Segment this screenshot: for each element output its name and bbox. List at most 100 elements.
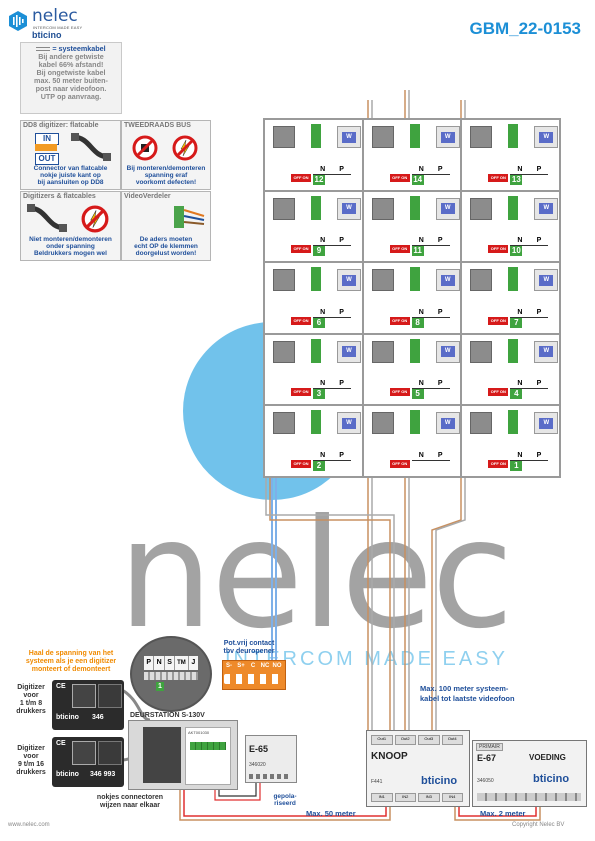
device-brand: bticino [56, 771, 79, 778]
legend-line: kabel 66% afstand! [38, 60, 104, 69]
bus-terminal-green [311, 195, 321, 220]
cable-legend-swatch [36, 47, 51, 52]
videophone-icon: W [337, 340, 361, 363]
bus-connector [470, 269, 493, 292]
legend-line: Bij andere getwiste [38, 52, 104, 61]
videophone-screen: W [342, 131, 356, 143]
relay-label: C [250, 663, 256, 669]
p-label: P [339, 308, 344, 316]
dip-switch: OFF ON [291, 316, 311, 325]
n-label: N [320, 451, 326, 459]
n-label: N [517, 165, 523, 173]
push-number: 9 [313, 246, 325, 257]
bus-connector [371, 340, 394, 363]
bus-terminal-green [311, 267, 321, 292]
no-voltage-warning-icon [172, 135, 198, 161]
device-code: 346 993 [90, 771, 116, 778]
push-number: 1 [510, 460, 523, 471]
n-label: N [517, 237, 523, 245]
push-number: 6 [313, 317, 325, 328]
videophone-icon: W [534, 269, 559, 292]
ce-mark: CE [56, 683, 66, 690]
push-number: 10 [510, 246, 523, 257]
voeding-code: 346050 [477, 778, 494, 784]
videophone-icon: W [337, 126, 361, 148]
videophone-screen: W [440, 131, 455, 143]
terminal-label: P [144, 656, 155, 670]
bus-connector [470, 197, 493, 220]
push-number: 7 [510, 317, 523, 328]
legend-line: Bij ongetwiste kabel [36, 68, 106, 77]
videophone-icon: W [534, 412, 559, 435]
p-label: P [536, 237, 542, 245]
device-brand: bticino [56, 714, 79, 721]
dip-switch: OFF ON [488, 245, 509, 254]
n-label: N [320, 308, 326, 316]
knoop-input: IN4 [441, 793, 463, 802]
voeding-label: VOEDING [529, 753, 566, 762]
videophone-icon: W [534, 126, 559, 148]
knoop-inputs: IN1 IN2 IN3 IN4 [371, 793, 463, 802]
p-label: P [536, 451, 542, 459]
terminal-label: N [154, 656, 165, 670]
videophone-screen: W [539, 346, 554, 358]
push-number: 5 [411, 389, 424, 400]
n-label: N [418, 165, 424, 173]
knoop-port: Out4 [441, 735, 463, 745]
dip-switch: OFF ON [488, 316, 509, 325]
relay-label: NC [260, 663, 270, 669]
push-number: 4 [510, 389, 523, 400]
bus-connector [273, 197, 295, 220]
n-label: N [320, 380, 326, 388]
max100-note: Max. 100 meter systeem-kabel tot laatste… [420, 684, 515, 703]
videophone-screen: W [539, 274, 554, 286]
bus-terminal-green [508, 267, 519, 292]
panel-title: DD8 digitizer: flatcable [23, 122, 99, 129]
nelec-logo-icon [9, 11, 27, 31]
deurstation-code: AKT001030 [188, 730, 210, 735]
deurstation-device: AKT001030 [128, 720, 238, 790]
terminal-pins [144, 672, 198, 680]
push-number: 14 [411, 174, 424, 185]
bus-connector [470, 412, 493, 435]
push-number: 8 [411, 317, 424, 328]
videophone-screen: W [342, 346, 356, 358]
videophone-icon: W [435, 412, 460, 435]
dip-switch: OFF ON [389, 459, 410, 468]
dip-switch: OFF ON [291, 245, 311, 254]
bus-terminal-green [409, 124, 420, 148]
dip-switch: OFF ON [488, 459, 509, 468]
gepolariseerd-note: gepola-riseerd [273, 793, 297, 807]
e65-terminals [249, 774, 291, 779]
p-label: P [437, 165, 443, 173]
voeding-brand: bticino [533, 773, 570, 785]
knoop-outputs: Out1 Out2 Out3 Out4 [371, 735, 463, 745]
knoop-device: Out1 Out2 Out3 Out4 KNOOP F441 bticino I… [366, 730, 470, 807]
digitizer-connector-in [72, 741, 96, 765]
legend-line: max. 50 meter buiten- [34, 76, 108, 85]
legend-line: UTP op aanvraag. [40, 92, 102, 101]
videophone-icon: W [435, 197, 460, 220]
digitizer-2-module: CE bticino 346 993 [52, 737, 124, 787]
e65-device: E-65 346020 [245, 735, 297, 783]
bus-terminal-green [508, 338, 519, 363]
no-voltage-warning-icon [81, 205, 109, 233]
videophone-icon: W [337, 412, 361, 435]
